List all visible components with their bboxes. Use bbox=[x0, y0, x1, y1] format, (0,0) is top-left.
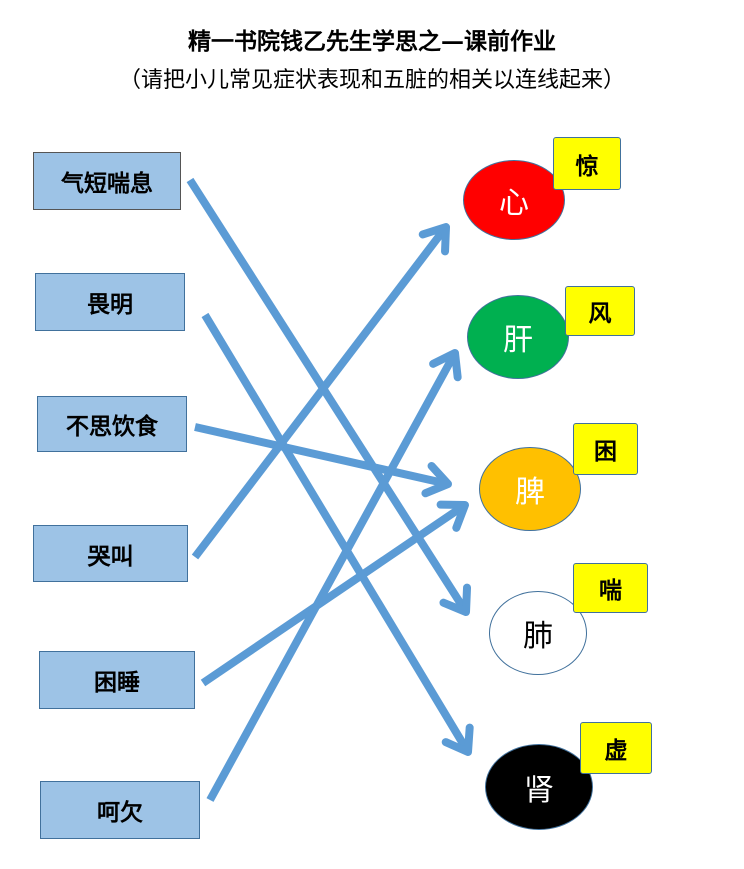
page-title: 精一书院钱乙先生学思之—课前作业 bbox=[188, 28, 556, 55]
arrow-crying-to-heart bbox=[191, 223, 450, 560]
tag-fright: 惊 bbox=[553, 137, 621, 190]
arrow-drowsiness-to-spleen bbox=[200, 500, 469, 687]
organ-label: 心 bbox=[499, 186, 529, 221]
arrow-poor-appetite-to-spleen bbox=[194, 423, 452, 498]
symptom-label: 哭叫 bbox=[87, 542, 134, 570]
tag-label: 困 bbox=[594, 438, 617, 465]
symptom-box-crying[interactable]: 哭叫 bbox=[33, 525, 188, 582]
organ-liver[interactable]: 肝 bbox=[467, 295, 569, 379]
tag-deficiency: 虚 bbox=[580, 722, 652, 774]
tag-label: 喘 bbox=[599, 577, 622, 604]
symptom-label: 呵欠 bbox=[97, 799, 143, 826]
symptom-box-yawning[interactable]: 呵欠 bbox=[40, 781, 200, 839]
arrow-photophobia-to-kidney bbox=[201, 312, 474, 756]
symptom-box-shortness-of-breath[interactable]: 气短喘息 bbox=[33, 152, 181, 210]
page-subtitle: （请把小儿常见症状表现和五脏的相关以连线起来） bbox=[118, 68, 625, 93]
tag-label: 风 bbox=[588, 300, 612, 327]
symptom-label: 困睡 bbox=[94, 669, 140, 696]
arrow-yawning-to-liver bbox=[206, 349, 462, 802]
tag-label: 虚 bbox=[604, 737, 628, 764]
organ-label: 肾 bbox=[524, 773, 554, 808]
organ-spleen[interactable]: 脾 bbox=[479, 447, 581, 531]
symptom-box-poor-appetite[interactable]: 不思饮食 bbox=[37, 396, 187, 452]
tag-wheeze: 喘 bbox=[573, 563, 648, 613]
organ-label: 肝 bbox=[503, 323, 533, 358]
symptom-label: 畏明 bbox=[87, 291, 133, 318]
tag-wind: 风 bbox=[565, 286, 635, 336]
symptom-box-photophobia[interactable]: 畏明 bbox=[35, 273, 185, 331]
organ-lung[interactable]: 肺 bbox=[489, 591, 587, 675]
organ-label: 肺 bbox=[523, 619, 553, 654]
organ-heart[interactable]: 心 bbox=[463, 160, 565, 240]
organ-kidney[interactable]: 肾 bbox=[485, 744, 593, 830]
symptom-label: 不思饮食 bbox=[66, 413, 158, 440]
symptom-label: 气短喘息 bbox=[61, 170, 153, 197]
organ-label: 脾 bbox=[515, 475, 545, 510]
tag-label: 惊 bbox=[575, 152, 599, 180]
tag-sleepy: 困 bbox=[573, 423, 638, 475]
symptom-box-drowsiness[interactable]: 困睡 bbox=[39, 651, 195, 709]
arrow-shortness-of-breath-to-lung bbox=[186, 177, 472, 616]
